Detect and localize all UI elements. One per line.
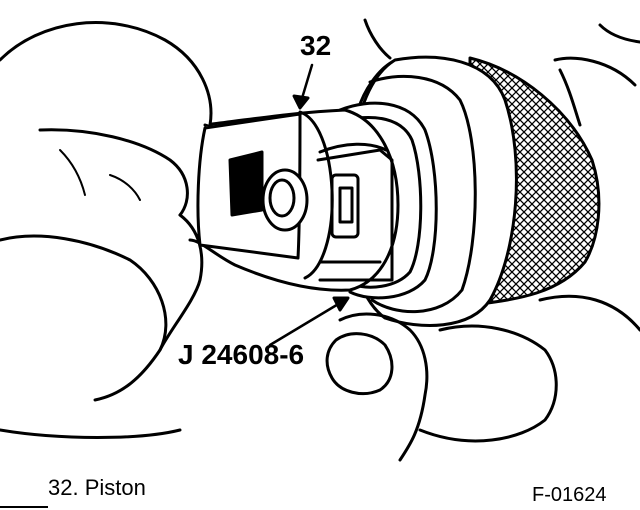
callout-label-32: 32 [300,30,332,61]
callout-32-leader [292,63,314,110]
left-hand [0,21,213,439]
callout-tool-leader [268,296,350,347]
callout-label-tool: J 24608-6 [178,339,305,370]
corner-rule [0,506,48,508]
tool-handle [196,112,309,260]
figure-code: F-01624 [532,484,607,506]
legend-item-piston: 32. Piston [48,475,146,500]
right-hand [325,18,640,462]
